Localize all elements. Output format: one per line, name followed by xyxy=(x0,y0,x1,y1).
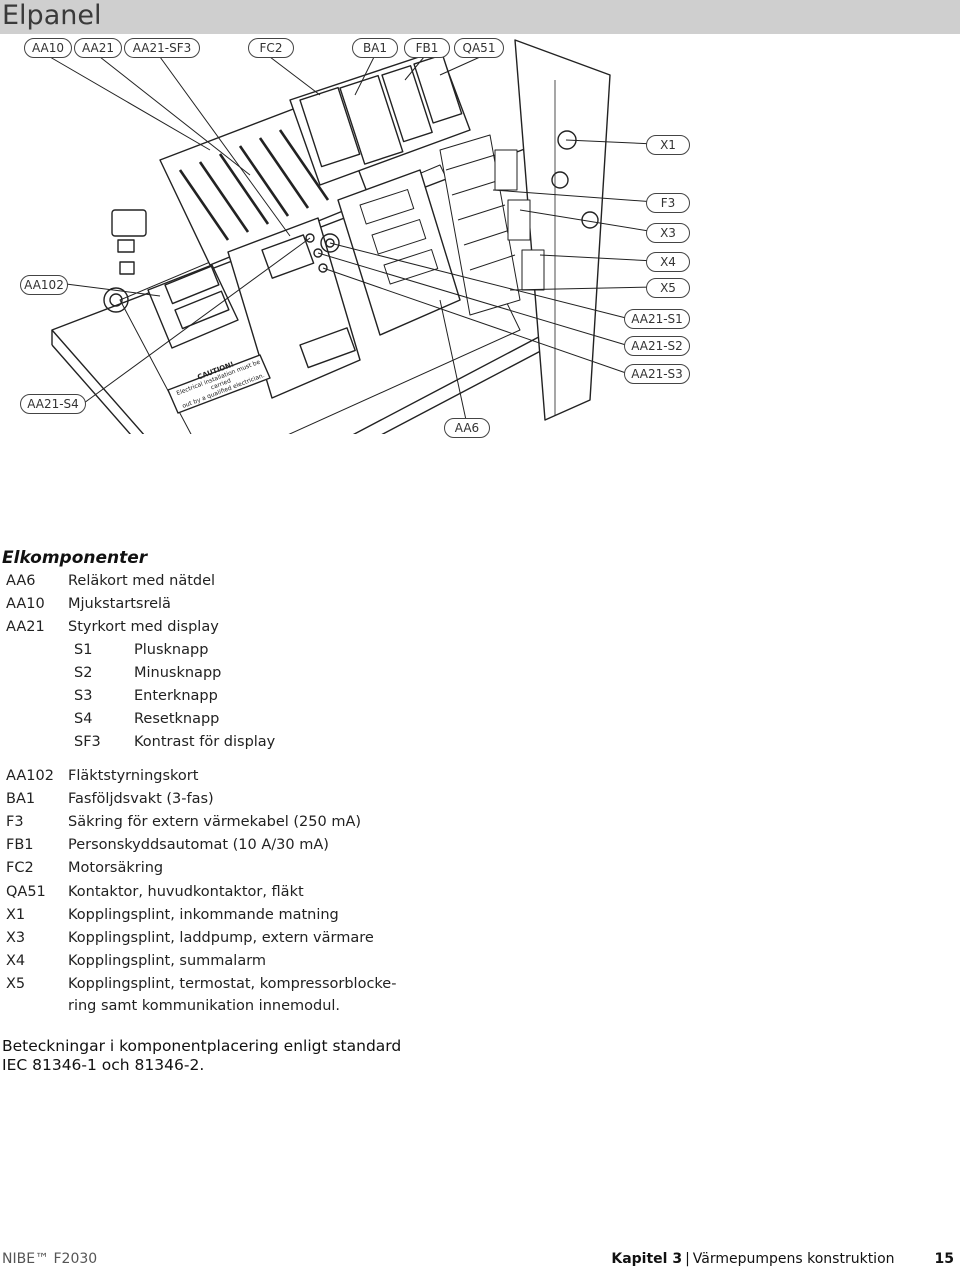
item-desc: Kontrast för display xyxy=(134,734,276,750)
label-aa21-s1: AA21-S1 xyxy=(624,309,690,329)
label-aa21-s4: AA21-S4 xyxy=(20,394,86,414)
item-code: AA102 xyxy=(6,768,54,784)
item-desc: Kopplingsplint, summalarm xyxy=(68,953,267,969)
electrical-panel-diagram xyxy=(49,39,656,434)
item-code: BA1 xyxy=(6,791,36,807)
item-desc: Kopplingsplint, inkommande matning xyxy=(68,907,339,923)
item-code: AA10 xyxy=(6,596,45,612)
item-code: X4 xyxy=(6,953,26,969)
item-desc: ring samt kommunikation innemodul. xyxy=(68,998,341,1014)
item-code: S1 xyxy=(74,642,93,658)
item-desc: Plusknapp xyxy=(134,642,209,658)
label-x1: X1 xyxy=(646,135,690,155)
label-fb1: FB1 xyxy=(404,38,450,58)
label-x5: X5 xyxy=(646,278,690,298)
label-qa51: QA51 xyxy=(454,38,504,58)
item-code: AA21 xyxy=(6,619,45,635)
brand-name: NIBE™ F2030 xyxy=(2,1251,98,1267)
item-desc: Resetknapp xyxy=(134,711,220,727)
item-desc: Fasföljdsvakt (3-fas) xyxy=(68,791,214,807)
page-footer: NIBE™ F2030 Kapitel 3|Värmepumpens konst… xyxy=(0,1247,960,1272)
item-desc: Kontaktor, huvudkontaktor, fläkt xyxy=(68,884,304,900)
caution-label xyxy=(167,354,271,414)
label-fc2: FC2 xyxy=(248,38,294,58)
item-desc: Motorsäkring xyxy=(68,860,164,876)
label-aa21-s2: AA21-S2 xyxy=(624,336,690,356)
footer-chapter: Kapitel 3|Värmepumpens konstruktion 15 xyxy=(611,1247,954,1272)
item-desc: Reläkort med nätdel xyxy=(68,573,216,589)
item-desc: Mjukstartsrelä xyxy=(68,596,171,612)
label-aa102: AA102 xyxy=(20,275,68,295)
section-title: Elkomponenter xyxy=(2,548,148,568)
item-desc: Personskyddsautomat (10 A/30 mA) xyxy=(68,837,329,853)
label-aa21: AA21 xyxy=(74,38,122,58)
label-f3: F3 xyxy=(646,193,690,213)
page-title: Elpanel xyxy=(2,0,102,31)
label-aa21-sf3: AA21-SF3 xyxy=(124,38,200,58)
item-code: X5 xyxy=(6,976,26,992)
item-desc: Kopplingsplint, laddpump, extern värmare xyxy=(68,930,374,946)
chapter-title: Värmepumpens konstruktion xyxy=(692,1251,895,1267)
item-desc: Enterknapp xyxy=(134,688,218,704)
relay-board xyxy=(337,169,461,336)
page-number: 15 xyxy=(934,1251,954,1267)
item-code: X1 xyxy=(6,907,26,923)
label-x3: X3 xyxy=(646,223,690,243)
item-code: FC2 xyxy=(6,860,34,876)
title-bar: Elpanel xyxy=(0,0,960,34)
note-text: Beteckningar i komponentplacering enligt… xyxy=(2,1037,402,1074)
item-desc: Styrkort med display xyxy=(68,619,219,635)
label-aa6: AA6 xyxy=(444,418,490,438)
item-desc: Fläktstyrningskort xyxy=(68,768,199,784)
item-desc: Säkring för extern värmekabel (250 mA) xyxy=(68,814,362,830)
footer-separator: | xyxy=(685,1251,690,1267)
item-code: QA51 xyxy=(6,884,46,900)
item-code: S4 xyxy=(74,711,93,727)
item-desc: Minusknapp xyxy=(134,665,222,681)
chapter-label: Kapitel 3 xyxy=(611,1251,683,1267)
label-x4: X4 xyxy=(646,252,690,272)
item-code: S3 xyxy=(74,688,93,704)
item-code: S2 xyxy=(74,665,93,681)
side-panel xyxy=(514,39,611,421)
item-code: X3 xyxy=(6,930,26,946)
item-code: F3 xyxy=(6,814,24,830)
item-desc: Kopplingsplint, termostat, kompressorblo… xyxy=(68,976,397,992)
item-code: FB1 xyxy=(6,837,34,853)
label-aa21-s3: AA21-S3 xyxy=(624,364,690,384)
label-aa10: AA10 xyxy=(24,38,72,58)
standard-note: Beteckningar i komponentplacering enligt… xyxy=(2,1037,402,1075)
item-code: AA6 xyxy=(6,573,36,589)
item-code: SF3 xyxy=(74,734,101,750)
label-ba1: BA1 xyxy=(352,38,398,58)
